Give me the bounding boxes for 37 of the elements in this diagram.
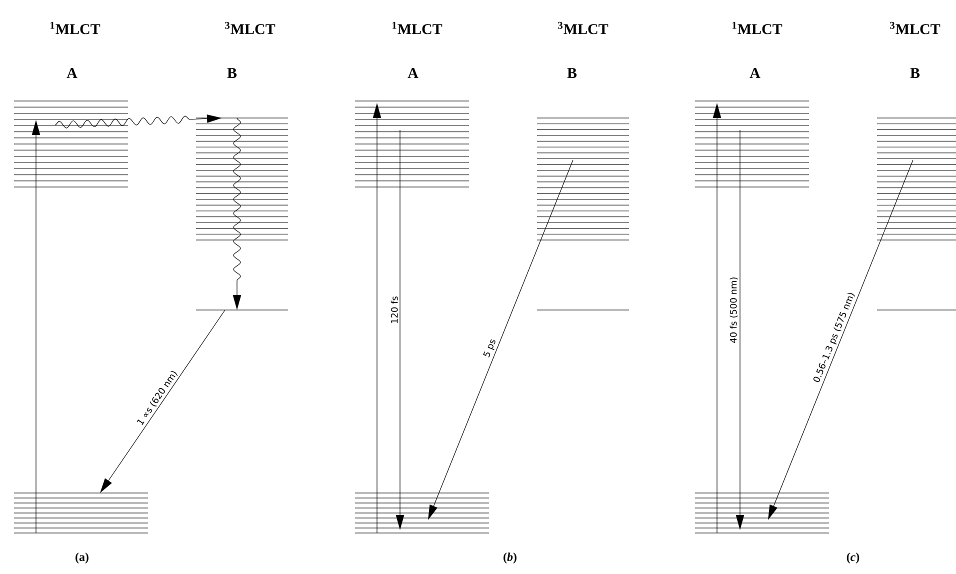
arrow bbox=[100, 310, 226, 493]
arrow bbox=[32, 120, 40, 534]
arrow bbox=[712, 103, 722, 534]
arrow bbox=[768, 160, 914, 520]
energy-level-band bbox=[694, 100, 810, 188]
energy-level-band bbox=[354, 492, 490, 534]
energy-level-band bbox=[14, 492, 148, 534]
edge-label: 5 ps bbox=[483, 339, 496, 358]
energy-level-band bbox=[694, 492, 830, 534]
energy-level-band bbox=[196, 118, 288, 240]
state-label: A bbox=[408, 68, 418, 78]
wavy-arrow bbox=[54, 114, 222, 128]
state-label: B bbox=[567, 68, 577, 78]
wavy-arrow bbox=[232, 118, 242, 310]
state-label: $^{1}$MLCT bbox=[50, 22, 100, 34]
state-label: A bbox=[66, 68, 78, 78]
arrow bbox=[428, 160, 574, 520]
energy-level-band bbox=[536, 118, 630, 240]
state-label: $^{1}$MLCT bbox=[392, 22, 442, 34]
energy-level-band bbox=[14, 100, 128, 188]
state-label: B bbox=[227, 68, 237, 78]
state-label: $^{3}$MLCT bbox=[558, 22, 608, 34]
arrow bbox=[372, 103, 382, 534]
arrow bbox=[396, 130, 404, 530]
edge-label: 120 fs bbox=[390, 296, 398, 323]
arrow bbox=[736, 130, 744, 530]
panel-label: (c) bbox=[846, 552, 860, 564]
edge-label: 40 fs (500 nm) bbox=[730, 278, 738, 343]
state-label: B bbox=[910, 68, 920, 78]
energy-level-band bbox=[876, 118, 956, 240]
state-label: A bbox=[750, 68, 760, 78]
state-label: $^{3}$MLCT bbox=[225, 22, 276, 34]
state-label: $^{1}$MLCT bbox=[732, 22, 782, 34]
state-label: $^{3}$MLCT bbox=[890, 22, 940, 34]
energy-level-band bbox=[354, 100, 470, 188]
panel-label: (a) bbox=[76, 552, 88, 564]
panel-label: (b) bbox=[504, 552, 516, 564]
